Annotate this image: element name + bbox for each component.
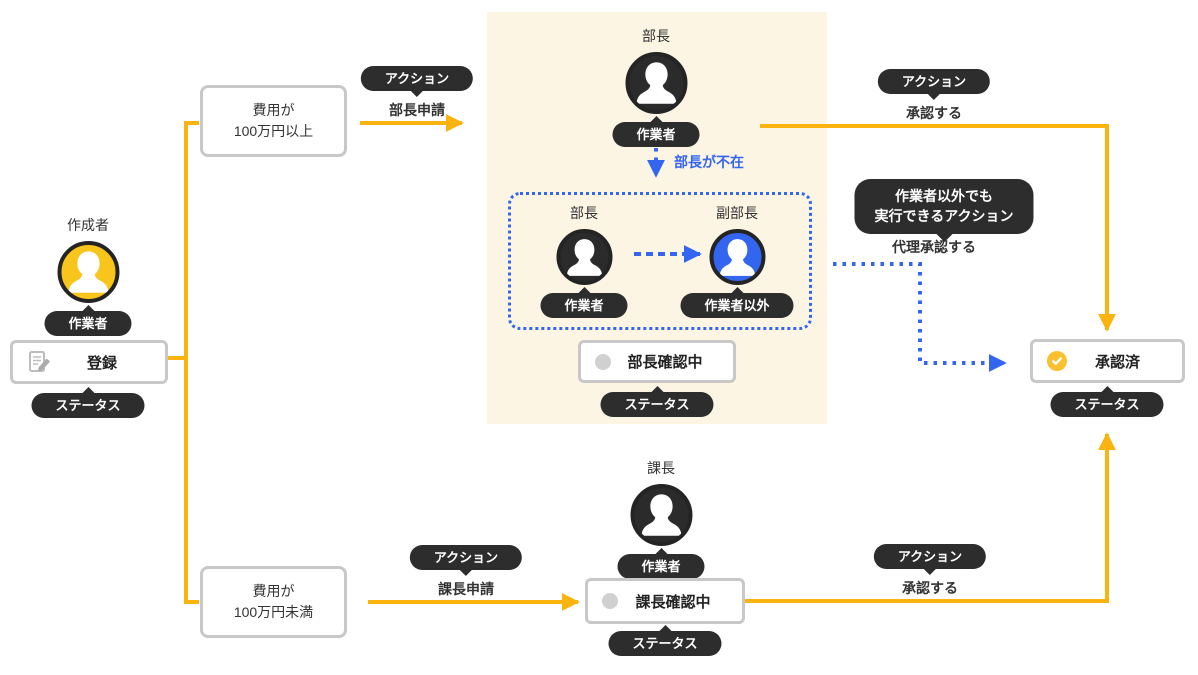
approve-bottom-label: 承認する <box>901 580 958 596</box>
person-icon <box>635 62 677 104</box>
condition-over-box: 費用が 100万円以上 <box>200 85 347 157</box>
document-edit-icon <box>29 351 50 372</box>
creator-group: 作成者 作業者 <box>44 215 132 336</box>
fallback-bucho-worker-badge: 作業者 <box>540 293 628 318</box>
approved-label: 承認済 <box>1094 353 1140 371</box>
proxy-approve-label: 代理承認する <box>892 239 976 255</box>
kacho-status-box: 課長確認中 <box>585 578 745 624</box>
pending-dot-icon <box>595 353 611 370</box>
deputy-role-label: 副部長 <box>715 205 758 221</box>
bucho-absence-label: 部長が不在 <box>674 154 744 170</box>
deputy-group: 副部長 作業者以外 <box>680 203 794 318</box>
bucho-status-tag: ステータス <box>600 392 714 417</box>
person-icon <box>640 494 682 536</box>
register-label: 登録 <box>86 354 117 372</box>
action-callout-approve-bottom: アクション 承認する <box>873 544 987 598</box>
condition-under-line2: 100万円未満 <box>233 604 314 620</box>
creator-worker-badge: 作業者 <box>44 311 132 336</box>
action-tag: アクション <box>409 545 523 570</box>
fallback-bucho-avatar <box>555 229 612 285</box>
kacho-group: 課長 作業者 <box>617 458 705 579</box>
arrow-approve-top <box>760 124 1116 332</box>
approved-status-box: 承認済 <box>1030 339 1185 383</box>
condition-under-box: 費用が 100万円未満 <box>200 566 347 638</box>
action-callout-apply-bucho: アクション 部長申請 <box>360 66 474 120</box>
bucho-avatar <box>624 52 687 114</box>
bucho-group: 部長 作業者 <box>612 26 700 147</box>
apply-kacho-label: 課長申請 <box>437 581 494 597</box>
arrow-approve-bottom <box>745 432 1116 603</box>
fallback-bucho-group: 部長 作業者 <box>540 203 628 318</box>
deputy-avatar <box>708 229 765 285</box>
fallback-dotted-box <box>508 192 812 330</box>
action-tag: アクション <box>873 544 987 569</box>
condition-under-line1: 費用が <box>252 583 295 599</box>
proxy-badge-line1: 作業者以外でも <box>895 188 993 204</box>
kacho-worker-badge: 作業者 <box>617 554 705 579</box>
condition-over-line1: 費用が <box>252 102 295 118</box>
apply-bucho-label: 部長申請 <box>388 102 445 118</box>
person-icon <box>67 251 109 293</box>
bucho-status-box: 部長確認中 <box>578 340 736 383</box>
action-tag: アクション <box>360 66 474 91</box>
bucho-worker-badge: 作業者 <box>612 122 700 147</box>
kacho-status-label: 課長確認中 <box>635 593 711 611</box>
kacho-avatar <box>629 484 692 546</box>
kacho-role-label: 課長 <box>646 460 675 476</box>
approve-top-label: 承認する <box>905 105 962 121</box>
deputy-non-worker-badge: 作業者以外 <box>680 293 794 318</box>
register-status-tag: ステータス <box>31 393 145 418</box>
bucho-role-label: 部長 <box>641 28 670 44</box>
proxy-action-badge: 作業者以外でも 実行できるアクション <box>854 179 1034 234</box>
bucho-status-label: 部長確認中 <box>627 354 703 371</box>
check-circle-icon <box>1047 351 1067 371</box>
kacho-status-tag: ステータス <box>608 631 722 656</box>
creator-avatar <box>56 241 119 303</box>
fallback-bucho-role-label: 部長 <box>569 205 598 221</box>
arrow-proxy-approve <box>833 262 1007 372</box>
action-tag: アクション <box>877 69 991 94</box>
person-icon <box>566 238 602 276</box>
person-icon <box>719 238 755 276</box>
proxy-badge-line2: 実行できるアクション <box>874 208 1014 225</box>
register-status-box: 登録 <box>10 340 168 384</box>
creator-role-label: 作成者 <box>66 217 109 233</box>
action-callout-apply-kacho: アクション 課長申請 <box>409 545 523 599</box>
pending-dot-icon <box>602 593 618 609</box>
action-callout-approve-top: アクション 承認する <box>877 69 991 123</box>
wire-branch-vertical <box>184 121 199 604</box>
approved-status-tag: ステータス <box>1050 392 1164 417</box>
condition-over-line2: 100万円以上 <box>233 123 314 139</box>
